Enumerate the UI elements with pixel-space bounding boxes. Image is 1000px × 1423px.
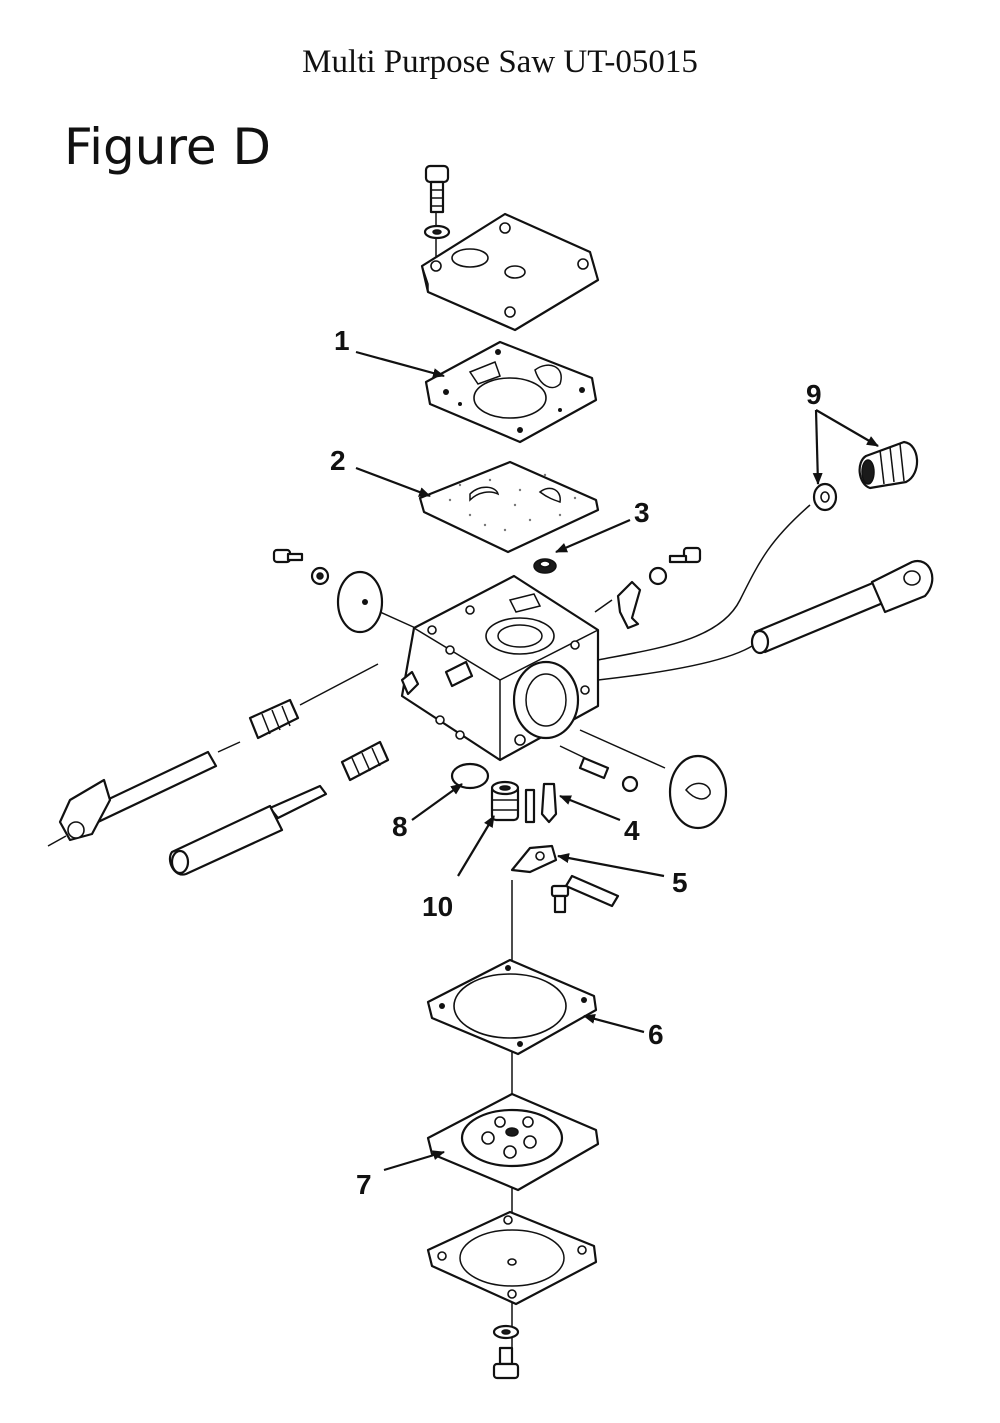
callout-5: 5 <box>672 867 688 898</box>
part-8-welch-plug <box>450 762 490 790</box>
part-4-inlet-needle <box>524 782 558 824</box>
callout-4: 4 <box>624 815 640 846</box>
check-spring-ball <box>559 745 639 793</box>
figure-label: Figure D <box>64 118 272 176</box>
cover-disc <box>579 729 728 830</box>
adjusting-needle <box>168 740 390 876</box>
callout-6: 6 <box>648 1019 664 1050</box>
part-6-gasket <box>426 958 598 1056</box>
part-9-washer-spring <box>812 440 919 512</box>
part-10-jet <box>490 780 520 822</box>
fuel-line <box>597 504 811 681</box>
part-3-inlet-screen <box>533 558 557 574</box>
part-2-diaphragm <box>418 460 600 554</box>
throttle-shaft <box>47 663 379 847</box>
part-1-gasket <box>424 340 598 444</box>
top-cover-plate <box>420 212 600 332</box>
callout-10: 10 <box>422 891 453 922</box>
callout-8: 8 <box>392 811 408 842</box>
bottom-cover-screw <box>492 1324 520 1380</box>
callout-numbers: 1 2 3 4 5 6 7 8 9 10 <box>330 325 822 1200</box>
bottom-cover <box>426 1210 598 1306</box>
page-title: Multi Purpose Saw UT-05015 <box>302 44 698 80</box>
callout-1: 1 <box>334 325 350 356</box>
callout-3: 3 <box>634 497 650 528</box>
top-cover-screw <box>423 164 451 240</box>
throttle-shaft-screw-set <box>272 548 421 634</box>
part-7-metering-diaphragm <box>426 1092 600 1192</box>
callout-7: 7 <box>356 1169 372 1200</box>
choke-shaft <box>750 559 934 655</box>
carburetor-body <box>400 574 600 762</box>
callout-2: 2 <box>330 445 346 476</box>
callout-9: 9 <box>806 379 822 410</box>
choke-lever-screw-set <box>594 546 702 630</box>
part-5-metering-lever <box>510 844 620 914</box>
callout-leaders <box>355 350 879 1172</box>
